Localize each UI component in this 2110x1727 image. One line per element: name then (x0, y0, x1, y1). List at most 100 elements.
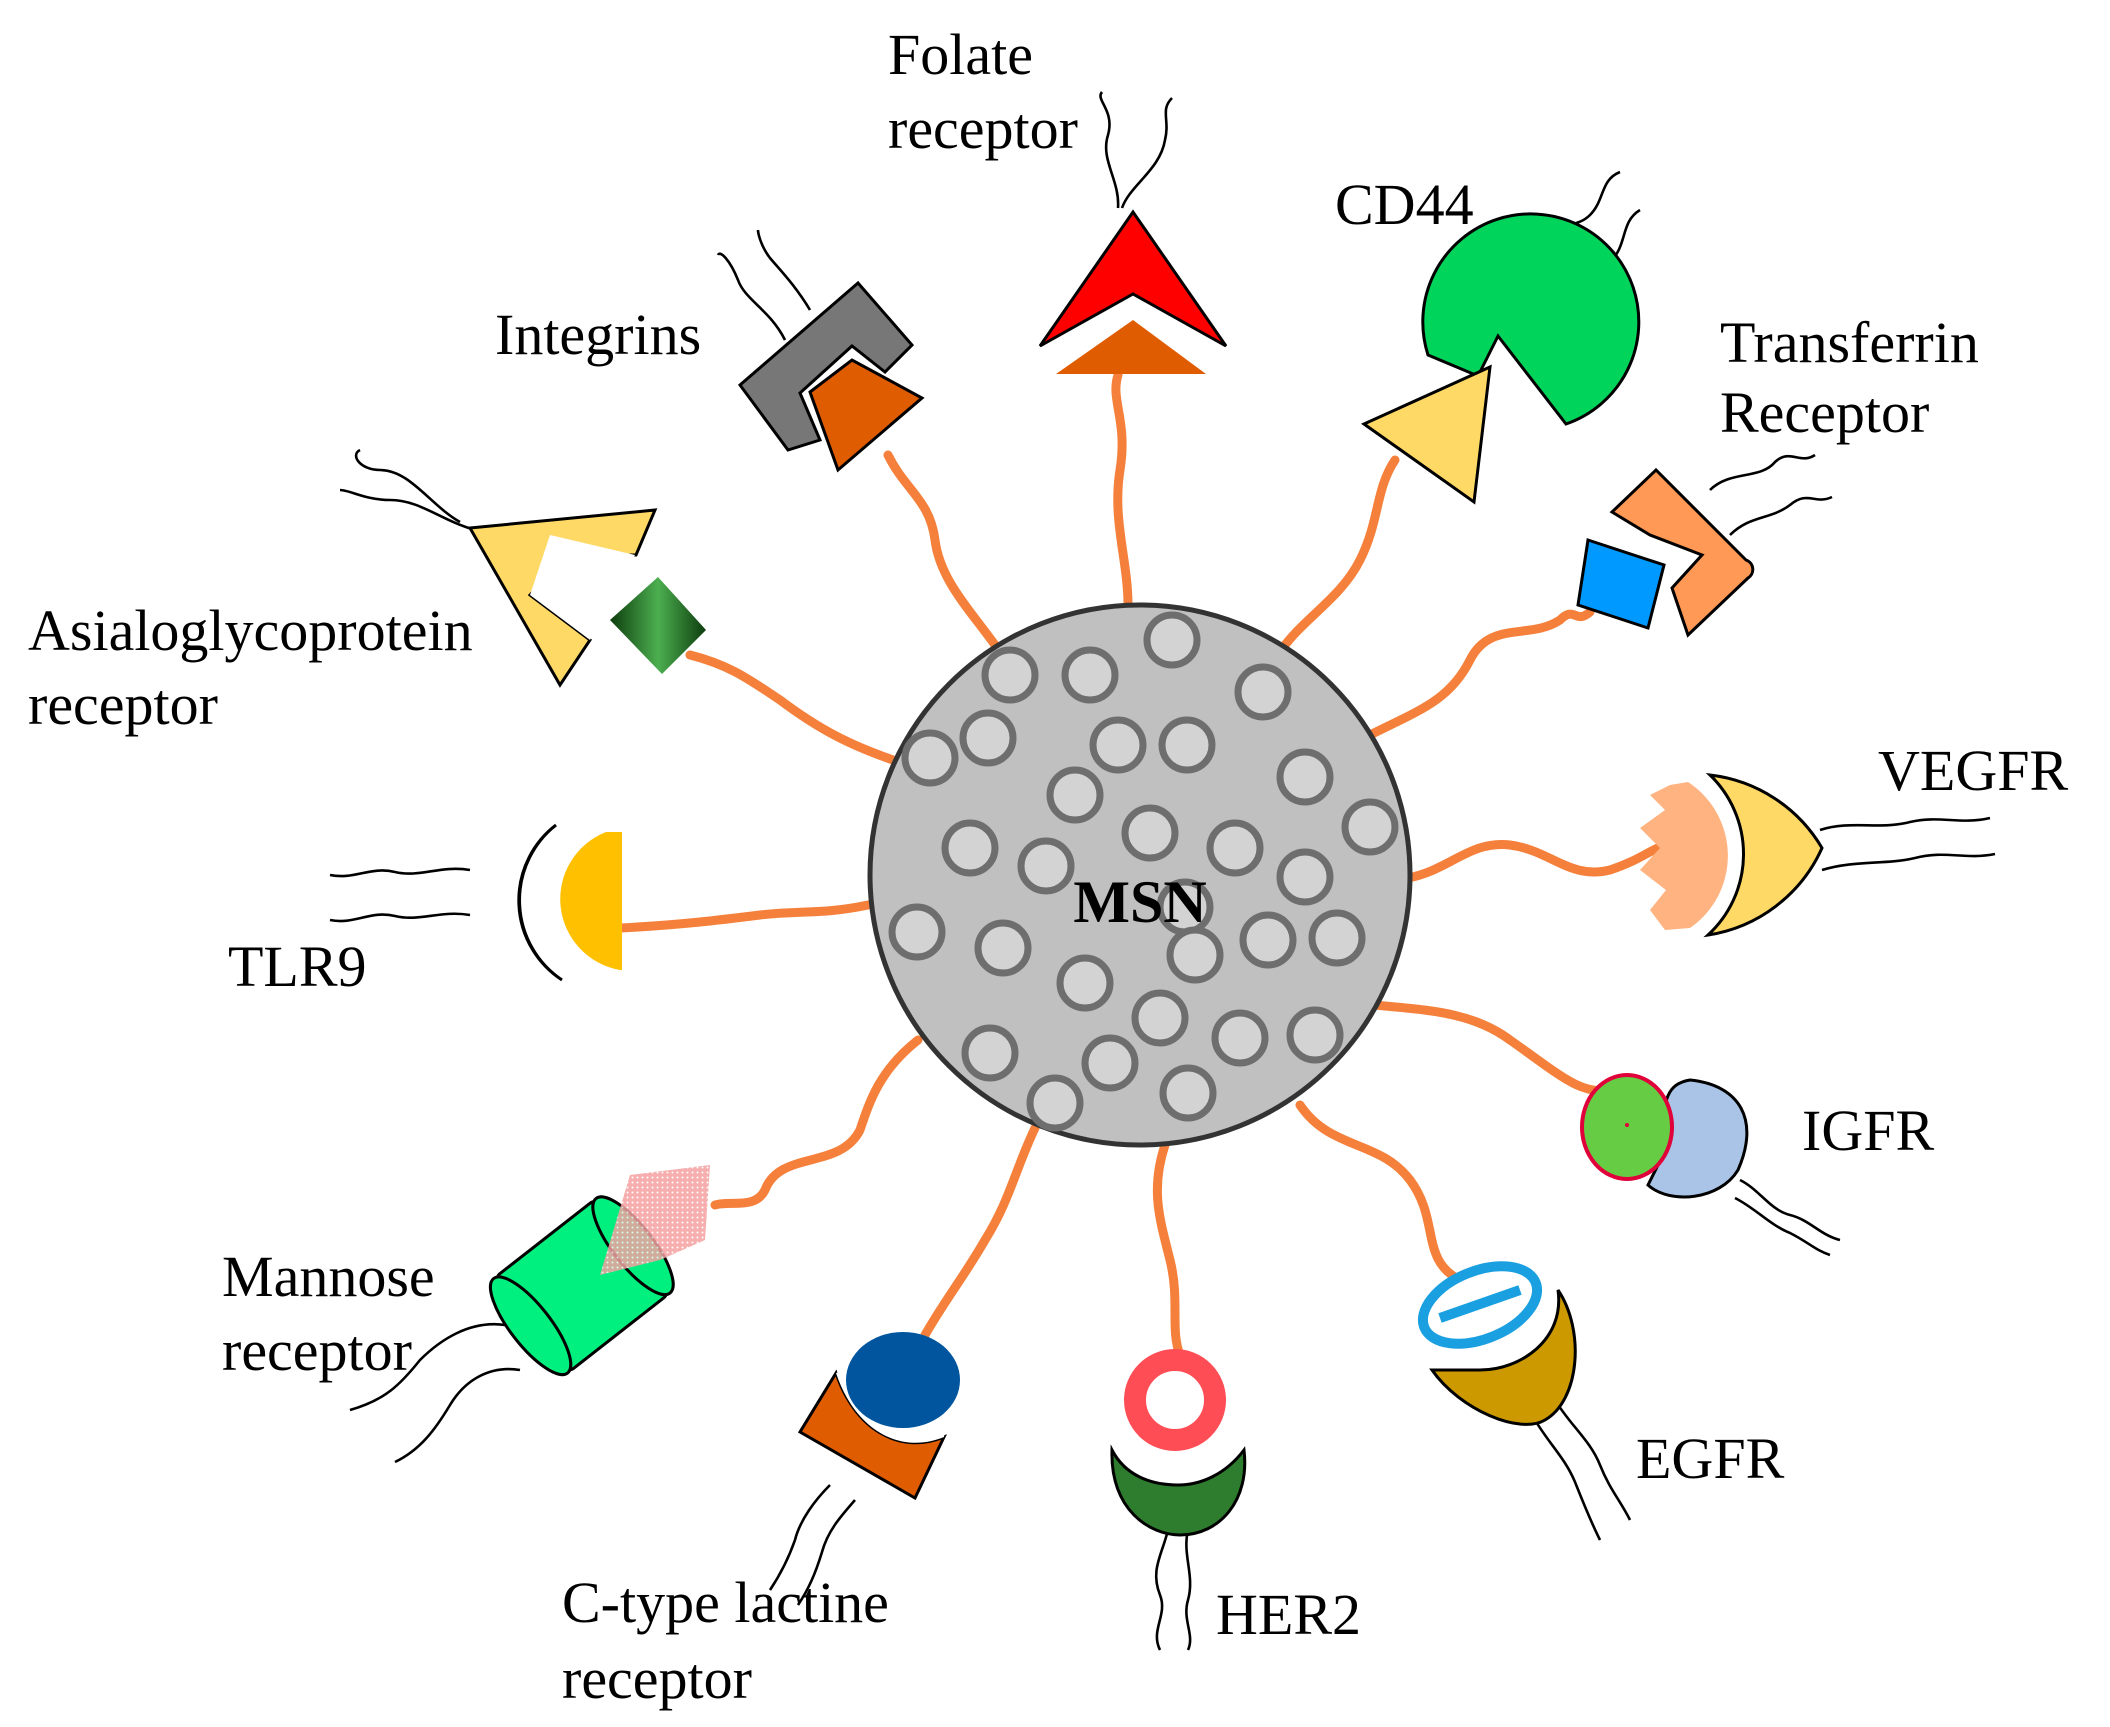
pore (1166, 926, 1224, 984)
her2-receptor-cup (1110, 1444, 1247, 1537)
tether-transferrin (1365, 607, 1595, 740)
pore (901, 729, 959, 787)
label-mannose-line1: Mannose (222, 1244, 435, 1309)
folate-ligand (1056, 320, 1206, 374)
integrins-receptor (716, 229, 925, 473)
tether-mannose (710, 1035, 923, 1210)
egfr-tail (1553, 1399, 1632, 1521)
asialo-tail (339, 488, 476, 532)
pore (1143, 611, 1201, 669)
label-transferrin-line2: Receptor (1720, 380, 1929, 445)
pore (1121, 804, 1179, 862)
pore (1081, 1034, 1139, 1092)
tether-tlr9 (615, 900, 873, 933)
pore (961, 1024, 1019, 1082)
msn-label: MSN (1073, 869, 1206, 935)
tether-integrins (883, 450, 1000, 650)
pore (1026, 1074, 1084, 1132)
asialo-ligand-cylinder (610, 577, 706, 674)
pore (1211, 1009, 1269, 1067)
her2-tail (1185, 1529, 1192, 1651)
tlr9-receptor-crescent (517, 823, 563, 982)
igfr-receptor (1580, 1073, 1841, 1257)
egfr-ligand-bar (1438, 1285, 1522, 1323)
pore (1276, 748, 1334, 806)
label-vegfr: VEGFR (1878, 738, 2068, 803)
transferrin-tail (1729, 495, 1833, 536)
label-ctype-line1: C-type lactine (562, 1570, 889, 1635)
cd44-receptor (1360, 170, 1641, 505)
vegfr-tail (1819, 816, 1991, 832)
tether-egfr (1295, 1100, 1473, 1297)
pore (1206, 819, 1264, 877)
label-her2: HER2 (1216, 1582, 1361, 1647)
pore (959, 709, 1017, 767)
label-asialo-line2: receptor (28, 672, 218, 737)
tlr9-tail (329, 912, 471, 923)
pore (1286, 1006, 1344, 1064)
tethers (615, 370, 1670, 1360)
ctype-tail (768, 1484, 831, 1591)
mannose-receptor (349, 1165, 710, 1464)
folate-receptor (1038, 91, 1228, 374)
pore (1158, 716, 1216, 774)
pore (1056, 954, 1114, 1012)
label-egfr: EGFR (1636, 1426, 1785, 1491)
pore (1341, 798, 1399, 856)
pore (1239, 911, 1297, 969)
label-cd44: CD44 (1335, 172, 1474, 237)
pore (1061, 646, 1119, 704)
pores (888, 611, 1399, 1132)
integrins-tail (756, 229, 812, 311)
cd44-ligand-triangle (1360, 364, 1492, 505)
asialo-receptor-notch (530, 535, 635, 640)
label-mannose-line2: receptor (222, 1318, 412, 1383)
pore (974, 919, 1032, 977)
her2-ligand-ring (1124, 1349, 1226, 1451)
label-integrins: Integrins (495, 302, 701, 367)
pore (888, 903, 946, 961)
tether-her2 (1152, 1140, 1185, 1360)
vegfr-receptor (1640, 772, 1996, 938)
vegfr-tail (1821, 852, 1996, 872)
tlr9-tail (329, 867, 471, 878)
egfr-receptor-cup (1429, 1289, 1577, 1426)
pore (1046, 766, 1104, 824)
label-ctype-line2: receptor (562, 1646, 752, 1711)
tether-ctype (920, 1123, 1040, 1340)
label-folate-line2: receptor (888, 96, 1078, 161)
igfr-tail (1739, 1178, 1841, 1242)
egfr-receptor (1417, 1261, 1632, 1541)
asialoglycoprotein-receptor (339, 448, 706, 688)
label-tlr9: TLR9 (228, 934, 367, 999)
ctype-ligand-oval (846, 1332, 960, 1428)
pore (1159, 1064, 1217, 1122)
igfr-ligand-dot (1625, 1123, 1629, 1127)
mannose-tail (349, 1322, 506, 1412)
transferrin-receptor (1576, 453, 1833, 638)
mannose-tail (394, 1367, 521, 1464)
egfr-tail (1533, 1419, 1602, 1541)
tlr9-ligand-dome (560, 832, 622, 970)
integrins-tail (716, 252, 787, 341)
tether-folate (1111, 370, 1133, 610)
transferrin-ligand-diamond (1576, 538, 1666, 630)
transferrin-receptor-pentagon (1609, 467, 1755, 638)
pore (981, 646, 1039, 704)
tether-cd44 (1273, 455, 1400, 660)
her2-receptor (1110, 1349, 1247, 1651)
her2-tail (1154, 1529, 1170, 1651)
folate-tail (1120, 97, 1173, 209)
tlr9-receptor (329, 823, 622, 982)
ctype-lectin-receptor (768, 1332, 960, 1606)
label-asialo-line1: Asialoglycoprotein (28, 598, 473, 663)
tether-vegfr (1403, 839, 1670, 883)
pore (1089, 716, 1147, 774)
asialo-tail (354, 448, 461, 524)
pore (1276, 848, 1334, 906)
vegfr-receptor-crescent (1703, 772, 1824, 938)
integrins-ligand-trapezoid (808, 358, 925, 473)
pore (1308, 909, 1366, 967)
